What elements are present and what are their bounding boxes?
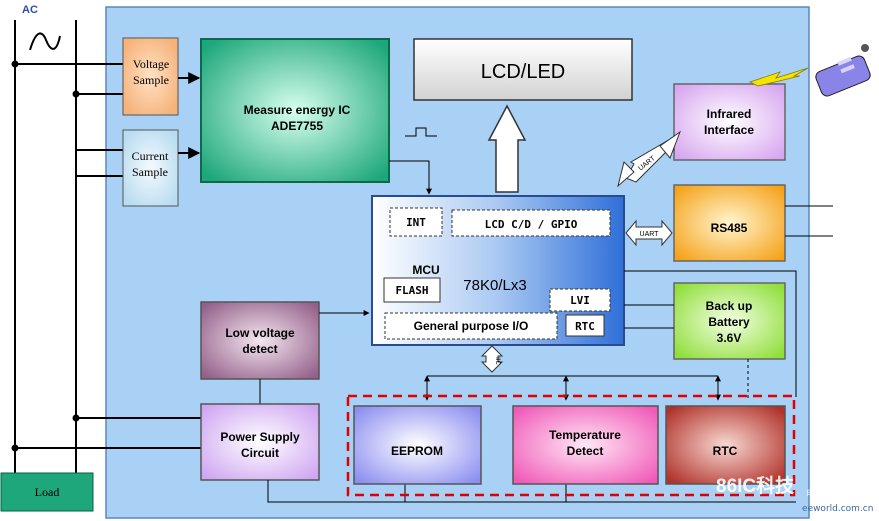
battery-line1: Back up (706, 299, 753, 313)
pulse-icon (405, 127, 437, 137)
temperature-line2: Detect (567, 444, 604, 458)
measure-ic-box (200, 38, 390, 183)
battery-line2: Battery (708, 315, 750, 329)
mcu-name-label: 78K0/Lx3 (463, 277, 526, 294)
mcu-int-block (389, 207, 443, 237)
rs485-label: RS485 (711, 221, 748, 235)
ac-sine-icon (29, 32, 61, 51)
current-sample-box (122, 129, 179, 207)
mcu-lcd-gpio-label: LCD C/D / GPIO (485, 218, 578, 231)
eeprom-label: EEPROM (391, 444, 443, 458)
mcu-lvi-label: LVI (570, 294, 590, 307)
ir-remote-icon (748, 44, 871, 97)
mcu-int-label: INT (406, 216, 426, 229)
rtc-box (665, 405, 786, 485)
peripheral-group-outline (346, 394, 796, 497)
current-sample-line1: Current (132, 149, 169, 163)
mcu-rtc-block (565, 314, 605, 337)
mcu-flash-block (383, 277, 441, 303)
ac-label: AC (22, 4, 38, 16)
mcu-to-lcd-arrow (487, 104, 527, 193)
load-label: Load (35, 485, 60, 499)
watermark-eeworld-cn: 电子工程世界 (806, 487, 866, 500)
low-voltage-line2: detect (242, 342, 277, 356)
measure-ic-line1: Measure energy IC (244, 103, 351, 117)
uart-rs485-label: UART (640, 231, 660, 238)
i2c-label: IIC (494, 357, 500, 365)
low-voltage-line1: Low voltage (225, 326, 295, 340)
low-voltage-box (200, 301, 320, 380)
mcu-rtc-label: RTC (575, 320, 595, 333)
voltage-sample-line1: Voltage (133, 57, 169, 71)
mcu-gpio-label: General purpose I/O (414, 319, 529, 333)
load-box (0, 472, 94, 512)
mcu-flash-label: FLASH (395, 284, 428, 297)
battery-line3: 3.6V (717, 331, 742, 345)
voltage-sample-box (122, 37, 179, 116)
infrared-line2: Interface (704, 123, 754, 137)
lcd-label: LCD/LED (481, 61, 565, 83)
watermark-url: eeworld.com.cn (802, 504, 873, 514)
watermark: 86IC科技 电子工程世界 eeworld.com.cn (716, 474, 873, 514)
watermark-86ic: 86IC科技 (716, 474, 795, 497)
infrared-box (673, 83, 786, 161)
lcd-display-box (413, 38, 633, 101)
rtc-label: RTC (713, 444, 738, 458)
power-supply-box (200, 403, 320, 481)
measure-ic-line2: ADE7755 (271, 119, 323, 133)
temperature-line1: Temperature (549, 428, 621, 442)
power-supply-line2: Circuit (241, 446, 279, 460)
mcu-gpio-block (384, 312, 558, 340)
infrared-line1: Infrared (707, 107, 752, 121)
voltage-sample-line2: Sample (133, 73, 169, 87)
temperature-box (512, 405, 659, 485)
mcu-lcd-gpio-block (451, 209, 611, 237)
mcu-lvi-block (549, 288, 611, 312)
power-supply-line1: Power Supply (220, 430, 300, 444)
current-sample-line2: Sample (132, 165, 168, 179)
uart-rs485-link: UART (625, 219, 673, 247)
battery-box (673, 282, 786, 360)
eeprom-box (353, 405, 482, 485)
rs485-box (673, 184, 786, 262)
mcu-tag-label: MCU (412, 263, 439, 277)
i2c-bus-link: IIC (480, 345, 504, 373)
